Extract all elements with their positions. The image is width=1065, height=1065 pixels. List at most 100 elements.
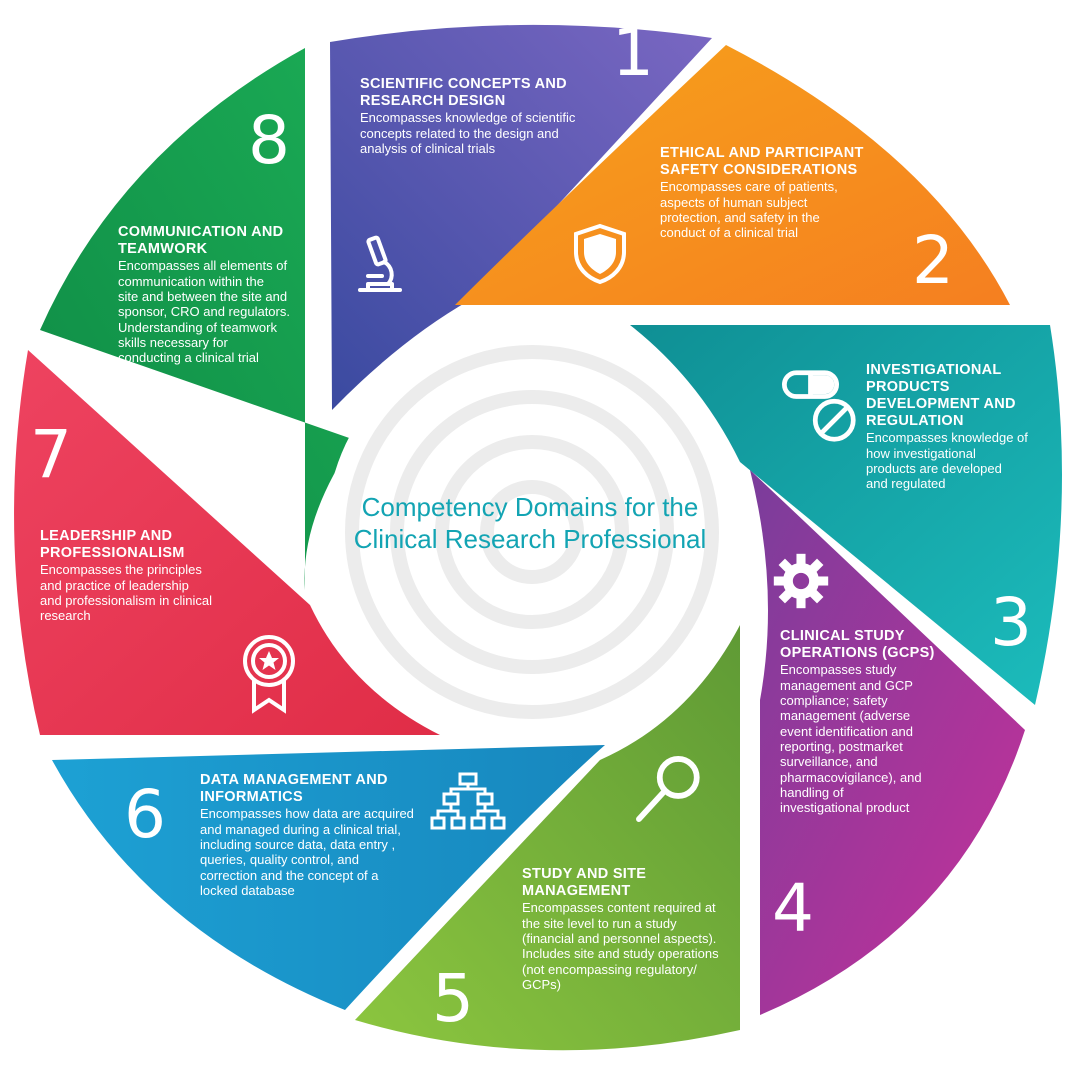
domain-5-desc-1: Encompasses content required at: [522, 900, 716, 916]
domain-number-2: 2: [912, 222, 954, 299]
domain-8-desc-3: site and between the site and: [118, 288, 288, 304]
domain-1-title-line1: SCIENTIFIC CONCEPTS AND: [360, 76, 567, 92]
domain-7-title-line2: PROFESSIONALISM: [40, 545, 185, 562]
domain-3-title-line2: PRODUCTS: [866, 379, 950, 396]
segment-6: [52, 745, 605, 1010]
domain-2-desc-2: aspects of human subject: [660, 194, 808, 210]
domain-5-text: STUDY AND SITE MANAGEMENT Encompasses co…: [522, 866, 747, 992]
domain-6-desc-5: correction and the concept of a: [200, 867, 379, 883]
domain-8-text: COMMUNICATION AND TEAMWORK Encompasses a…: [118, 224, 308, 366]
domain-3-desc-4: and regulated: [866, 476, 946, 492]
domain-4-desc-1: Encompasses study: [780, 662, 897, 678]
domain-4-title-line1: CLINICAL STUDY: [780, 628, 905, 644]
domain-3-title-line4: REGULATION: [866, 413, 964, 430]
domain-8-desc-2: communication within the: [118, 273, 264, 289]
domain-5-desc-5: (not encompassing regulatory/: [522, 961, 697, 977]
domain-1-desc-2: concepts related to the design and: [360, 125, 559, 141]
domain-1-desc-1: Encompasses knowledge of scientific: [360, 110, 576, 126]
domain-number-6: 6: [124, 776, 166, 853]
center-disc: [326, 326, 738, 738]
domain-4-desc-2: management and GCP: [780, 677, 913, 693]
center-rings: [345, 345, 719, 719]
domain-number-7: 7: [30, 416, 72, 493]
domain-number-8: 8: [248, 102, 290, 179]
domain-1-text: SCIENTIFIC CONCEPTS AND RESEARCH DESIGN …: [360, 76, 610, 156]
segment-3: [630, 325, 1062, 705]
domain-6-text: DATA MANAGEMENT AND INFORMATICS Encompas…: [200, 772, 440, 898]
domain-1-desc-3: analysis of clinical trials: [360, 140, 496, 156]
gear-icon: [773, 553, 829, 609]
domain-3-text: INVESTIGATIONAL PRODUCTS DEVELOPMENT AND…: [866, 362, 1041, 492]
domain-6-desc-1: Encompasses how data are acquired: [200, 806, 414, 822]
pills-icon: [782, 370, 856, 442]
domain-4-text: CLINICAL STUDY OPERATIONS (GCPs) Encompa…: [780, 628, 970, 816]
domain-4-desc-5: event identification and: [780, 723, 913, 739]
domain-8-desc-7: conducting a clinical trial: [118, 350, 259, 366]
domain-6-desc-3: including source data, data entry ,: [200, 836, 396, 852]
segment-8: [40, 48, 355, 590]
domain-5-desc-6: GCPs): [522, 976, 561, 992]
domain-6-desc-2: and managed during a clinical trial,: [200, 821, 401, 837]
center-title-line1: Competency Domains for the: [361, 492, 699, 522]
domain-3-desc-2: how investigational: [866, 445, 976, 461]
domain-3-desc-1: Encompasses knowledge of: [866, 430, 1028, 446]
segment-5: [355, 625, 740, 1051]
domain-4-desc-8: pharmacovigilance), and: [780, 769, 922, 785]
domain-7-text: LEADERSHIP AND PROFESSIONALISM Encompass…: [40, 528, 250, 624]
center-title: Competency Domains for the Clinical Rese…: [340, 492, 720, 555]
flowchart-icon: [430, 772, 506, 830]
domain-7-desc-2: and practice of leadership: [40, 577, 189, 593]
domain-8-desc-1: Encompasses all elements of: [118, 258, 288, 274]
award-ribbon-icon: [243, 635, 295, 714]
center-title-line2: Clinical Research Professional: [353, 523, 707, 554]
domain-4-desc-9: handling of: [780, 784, 844, 800]
domain-5-title-line2: MANAGEMENT: [522, 883, 631, 900]
domain-8-title-line1: COMMUNICATION AND: [118, 224, 284, 240]
domain-6-desc-4: queries, quality control, and: [200, 852, 359, 868]
domain-number-1: 1: [612, 14, 654, 91]
domain-2-desc-4: conduct of a clinical trial: [660, 225, 799, 241]
domain-7-desc-1: Encompasses the principles: [40, 562, 202, 578]
domain-2-title-line1: ETHICAL AND PARTICIPANT: [660, 145, 864, 161]
domain-4-desc-3: compliance; safety: [780, 692, 888, 708]
domain-5-title-line1: STUDY AND SITE: [522, 866, 647, 882]
domain-6-title-line1: DATA MANAGEMENT AND: [200, 772, 388, 788]
domain-number-3: 3: [990, 584, 1032, 661]
domain-7-desc-3: and professionalism in clinical: [40, 592, 212, 608]
domain-6-title-line2: INFORMATICS: [200, 789, 303, 806]
domain-8-desc-4: sponsor, CRO and regulators.: [118, 304, 290, 320]
segment-7: [14, 350, 441, 735]
domain-7-desc-4: research: [40, 608, 91, 624]
domain-4-desc-6: reporting, postmarket: [780, 738, 903, 754]
domain-2-title-line2: SAFETY CONSIDERATIONS: [660, 162, 858, 179]
domain-6-desc-6: locked database: [200, 882, 295, 898]
domain-3-title-line1: INVESTIGATIONAL: [866, 362, 1002, 378]
domain-4-desc-7: surveillance, and: [780, 754, 878, 770]
domain-8-desc-6: skills necessary for: [118, 334, 228, 350]
domain-4-desc-10: investigational product: [780, 800, 910, 816]
domain-number-4: 4: [772, 870, 814, 947]
domain-5-desc-4: Includes site and study operations: [522, 946, 719, 962]
domain-5-desc-2: the site level to run a study: [522, 915, 677, 931]
shield-icon: [574, 223, 626, 285]
domain-4-desc-4: management (adverse: [780, 708, 911, 724]
domain-3-desc-3: products are developed: [866, 461, 1002, 477]
domain-2-text: ETHICAL AND PARTICIPANT SAFETY CONSIDERA…: [660, 145, 880, 241]
segment-1: [330, 24, 712, 411]
domain-8-title-line2: TEAMWORK: [118, 241, 208, 258]
magnifier-icon: [636, 756, 700, 822]
domain-3-title-line3: DEVELOPMENT AND: [866, 396, 1016, 413]
cycle-arrows-icon: [229, 439, 286, 495]
domain-5-desc-3: (financial and personnel aspects).: [522, 930, 717, 946]
segment-4: [750, 470, 1025, 1015]
domain-2-desc-1: Encompasses care of patients,: [660, 179, 838, 195]
domain-7-title-line1: LEADERSHIP AND: [40, 528, 173, 544]
domain-1-title-line2: RESEARCH DESIGN: [360, 93, 506, 110]
domain-number-5: 5: [432, 960, 474, 1037]
domain-2-desc-3: protection, and safety in the: [660, 209, 820, 225]
microscope-icon: [358, 235, 402, 292]
domain-4-title-line2: OPERATIONS (GCPs): [780, 645, 935, 662]
domain-8-desc-5: Understanding of teamwork: [118, 319, 277, 335]
